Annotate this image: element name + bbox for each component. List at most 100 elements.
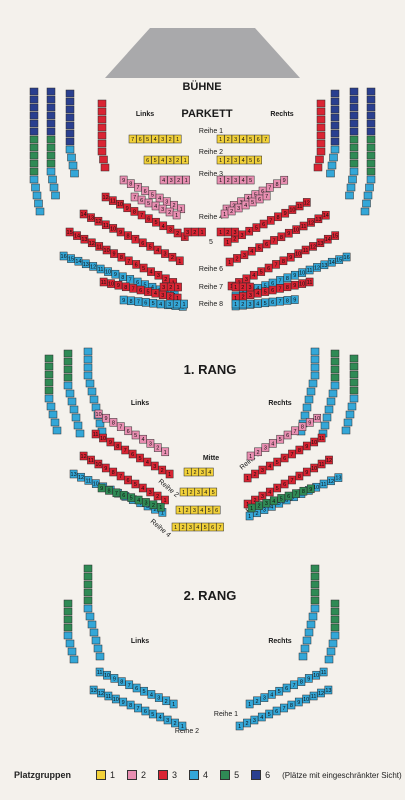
- seat[interactable]: [366, 151, 376, 160]
- seat[interactable]: [83, 596, 93, 605]
- seat[interactable]: [216, 155, 225, 165]
- seat[interactable]: [182, 175, 190, 185]
- seat[interactable]: [302, 636, 312, 645]
- seat[interactable]: [174, 175, 183, 185]
- seat[interactable]: [246, 134, 255, 144]
- seat[interactable]: [254, 134, 262, 144]
- seat[interactable]: [97, 139, 107, 148]
- seat[interactable]: [313, 413, 322, 423]
- seat[interactable]: [324, 655, 334, 664]
- seat[interactable]: [97, 123, 107, 132]
- seat[interactable]: [316, 131, 326, 140]
- seat[interactable]: [44, 378, 54, 387]
- seat[interactable]: [349, 151, 359, 160]
- seat[interactable]: [29, 95, 39, 104]
- seat[interactable]: [239, 175, 247, 185]
- seat[interactable]: [67, 153, 76, 162]
- seat[interactable]: [29, 167, 39, 176]
- seat[interactable]: [175, 256, 184, 266]
- seat[interactable]: [330, 373, 340, 382]
- seat[interactable]: [44, 386, 54, 395]
- seat[interactable]: [95, 652, 105, 661]
- seat[interactable]: [346, 183, 356, 192]
- seat[interactable]: [320, 421, 330, 430]
- seat[interactable]: [326, 647, 336, 656]
- seat[interactable]: [63, 607, 73, 616]
- seat[interactable]: [349, 362, 359, 371]
- seat[interactable]: [69, 655, 79, 664]
- seat[interactable]: [159, 175, 168, 185]
- seat[interactable]: [326, 169, 335, 178]
- seat[interactable]: [83, 355, 93, 364]
- seat[interactable]: [65, 145, 75, 154]
- seat[interactable]: [349, 370, 359, 379]
- seat[interactable]: [136, 134, 144, 144]
- seat[interactable]: [63, 631, 73, 640]
- seat[interactable]: [362, 199, 371, 208]
- seat[interactable]: [29, 111, 39, 120]
- seat[interactable]: [316, 107, 326, 116]
- seat[interactable]: [65, 89, 75, 98]
- seat[interactable]: [304, 628, 314, 637]
- seat[interactable]: [342, 252, 351, 262]
- seat[interactable]: [224, 134, 232, 144]
- seat[interactable]: [316, 123, 326, 132]
- seat[interactable]: [290, 295, 299, 304]
- seat[interactable]: [315, 155, 324, 164]
- seat[interactable]: [46, 167, 56, 176]
- seat[interactable]: [349, 378, 359, 387]
- seat[interactable]: [83, 604, 93, 613]
- seat[interactable]: [319, 667, 328, 677]
- seat[interactable]: [49, 183, 59, 192]
- seat[interactable]: [63, 357, 73, 366]
- seat[interactable]: [310, 347, 320, 356]
- seat[interactable]: [97, 131, 107, 140]
- seat[interactable]: [325, 455, 333, 465]
- seat[interactable]: [151, 134, 159, 144]
- seat[interactable]: [246, 175, 255, 185]
- seat[interactable]: [313, 163, 323, 172]
- seat[interactable]: [349, 167, 359, 176]
- seat[interactable]: [366, 103, 376, 112]
- seat[interactable]: [330, 145, 340, 154]
- seat[interactable]: [178, 721, 187, 731]
- seat[interactable]: [65, 129, 75, 138]
- seat[interactable]: [161, 495, 169, 505]
- seat[interactable]: [349, 135, 359, 144]
- seat[interactable]: [306, 387, 316, 396]
- seat[interactable]: [366, 175, 376, 184]
- seat[interactable]: [366, 143, 376, 152]
- seat[interactable]: [65, 137, 75, 146]
- seat[interactable]: [173, 155, 182, 165]
- seat[interactable]: [298, 652, 308, 661]
- seat[interactable]: [67, 397, 77, 406]
- seat[interactable]: [246, 282, 254, 292]
- seat[interactable]: [44, 394, 54, 403]
- seat[interactable]: [324, 685, 333, 695]
- seat[interactable]: [308, 612, 318, 621]
- seat[interactable]: [310, 596, 320, 605]
- seat[interactable]: [365, 183, 374, 192]
- seat[interactable]: [330, 349, 340, 358]
- seat[interactable]: [161, 447, 170, 457]
- seat[interactable]: [44, 370, 54, 379]
- seat[interactable]: [63, 373, 73, 382]
- seat[interactable]: [83, 564, 93, 573]
- seat[interactable]: [216, 175, 225, 185]
- seat[interactable]: [65, 97, 75, 106]
- seat[interactable]: [31, 183, 40, 192]
- seat[interactable]: [341, 426, 351, 435]
- seat[interactable]: [46, 103, 56, 112]
- seat[interactable]: [29, 135, 39, 144]
- seat[interactable]: [46, 87, 56, 96]
- seat[interactable]: [87, 387, 97, 396]
- seat[interactable]: [65, 389, 75, 398]
- seat[interactable]: [310, 363, 320, 372]
- seat[interactable]: [177, 204, 186, 214]
- seat[interactable]: [63, 365, 73, 374]
- seat[interactable]: [165, 469, 174, 479]
- seat[interactable]: [46, 111, 56, 120]
- seat[interactable]: [83, 371, 93, 380]
- seat[interactable]: [51, 191, 60, 200]
- seat[interactable]: [44, 362, 54, 371]
